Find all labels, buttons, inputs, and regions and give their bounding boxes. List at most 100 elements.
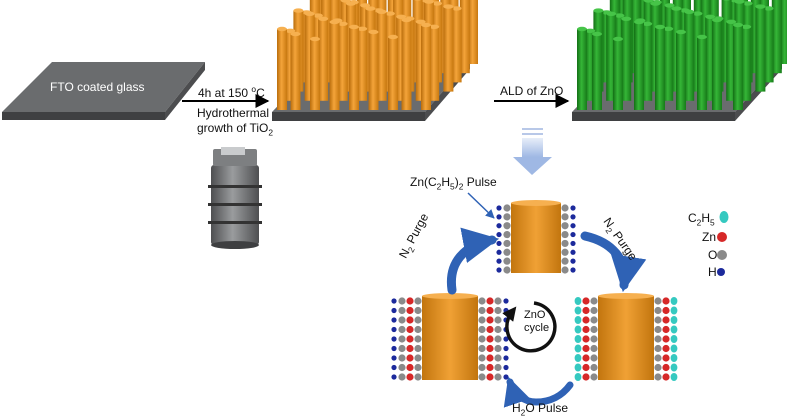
hydrogen-atom — [570, 267, 576, 273]
zno-nanorod — [613, 36, 623, 110]
legend-label-ethyl: C2H5 — [688, 211, 715, 228]
oxygen-atom — [590, 306, 598, 315]
zinc-atom — [406, 344, 414, 353]
zinc-atom — [582, 325, 590, 334]
zno-nanorod — [763, 6, 774, 83]
oxygen-atom — [590, 297, 598, 305]
oxygen-atom — [398, 335, 406, 343]
purge-arrow-right — [580, 231, 647, 293]
oxygen-atom — [414, 354, 422, 362]
zno-coated-nanorod-array — [572, 0, 787, 121]
oxygen-atom — [478, 306, 486, 315]
ethyl-molecule — [670, 325, 678, 334]
oxygen-atom — [561, 239, 569, 248]
zinc-atom — [486, 363, 494, 372]
oxygen-atom — [503, 239, 511, 248]
oxygen-atom — [398, 354, 406, 362]
hydrogen-atom — [496, 258, 502, 264]
ethyl-molecule — [574, 363, 582, 372]
oxygen-atom — [414, 325, 422, 334]
zno-layer-rod — [391, 293, 509, 381]
hydrogen-atom — [496, 249, 502, 255]
ethyl-drop-icon — [719, 211, 729, 223]
oxygen-atom — [494, 373, 502, 381]
zinc-atom — [406, 373, 414, 381]
zinc-atom — [582, 335, 590, 343]
tio2-nanorod — [468, 0, 478, 64]
hydrogen-atom — [570, 231, 576, 238]
zinc-atom — [406, 306, 414, 315]
water-arrow — [503, 376, 574, 408]
oxygen-atom — [561, 230, 569, 239]
oxygen-atom — [414, 344, 422, 353]
tio2-nanorod — [318, 16, 329, 101]
zn-pulse-label: Zn(C2H5)2 Pulse — [410, 175, 497, 192]
tio2-nanorod — [443, 4, 454, 92]
oxygen-atom — [654, 373, 662, 381]
zno-nanorod — [621, 16, 632, 101]
ald-label: ALD of ZnO — [500, 84, 564, 98]
legend-label-zinc: Zn — [702, 230, 717, 244]
oxygen-atom — [503, 213, 511, 221]
hydrogen-atom — [391, 326, 397, 333]
hydrogen-atom — [503, 364, 509, 371]
zinc-atom — [582, 344, 590, 353]
zno-nanorod — [642, 21, 653, 101]
oxygen-atom — [414, 297, 422, 305]
legend-label-oxygen: O — [708, 248, 718, 262]
hydrothermal-product-label: growth of TiO2 — [197, 121, 274, 138]
oxygen-atom — [503, 222, 511, 230]
ethyl-molecule — [574, 316, 582, 324]
oxygen-atom — [590, 325, 598, 334]
tio2-nanorod — [376, 9, 387, 101]
hydrogen-atom — [391, 317, 397, 323]
zinc-atom — [582, 306, 590, 315]
zno-nanorod — [592, 31, 602, 110]
ethyl-molecule — [670, 297, 678, 305]
hydrogen-atom — [570, 258, 576, 264]
oxygen-atom — [654, 335, 662, 343]
zinc-atom — [486, 325, 494, 334]
oxygen-atom — [414, 316, 422, 324]
pulse-pointer-arrow — [467, 192, 495, 219]
oxygen-atom — [478, 344, 486, 353]
ethyl-molecule — [670, 316, 678, 324]
zinc-atom — [406, 325, 414, 334]
ethyl-molecule — [670, 344, 678, 353]
oxygen-atom — [590, 373, 598, 381]
ethyl-terminated-rod — [574, 293, 678, 381]
oxygen-atom — [561, 213, 569, 221]
zinc-atom — [406, 316, 414, 324]
hydrogen-atom — [570, 223, 576, 229]
water-pulse-label: H2O Pulse — [512, 401, 569, 418]
oxygen-atom — [494, 344, 502, 353]
oxygen-atom — [478, 363, 486, 372]
hydrogen-atom — [391, 355, 397, 361]
oxygen-atom — [398, 363, 406, 372]
ethyl-molecule — [574, 354, 582, 362]
zinc-atom — [486, 335, 494, 343]
hydrogen-atom — [503, 355, 509, 361]
oxygen-atom — [398, 316, 406, 324]
oxygen-atom — [561, 222, 569, 230]
ethyl-molecule — [574, 373, 582, 381]
zinc-atom — [582, 316, 590, 324]
oxygen-atom — [398, 373, 406, 381]
oxygen-atom — [478, 316, 486, 324]
hydroxylated-rod — [496, 200, 576, 274]
ethyl-molecule — [670, 373, 678, 381]
tio2-nanorod — [290, 31, 301, 110]
oxygen-atom — [494, 363, 502, 372]
tio2-nanorod — [349, 24, 359, 110]
ethyl-molecule — [574, 325, 582, 334]
zinc-atom — [662, 363, 670, 372]
tio2-nanorod — [277, 26, 287, 110]
zinc-atom — [486, 373, 494, 381]
hydrothermal-condition-label: 4h at 150 oC — [198, 84, 265, 100]
zno-nanorod — [712, 17, 722, 110]
zinc-atom-icon — [717, 232, 727, 242]
autoclave-icon — [208, 147, 262, 249]
zno-nanorod — [655, 24, 665, 110]
zinc-atom — [406, 297, 414, 305]
